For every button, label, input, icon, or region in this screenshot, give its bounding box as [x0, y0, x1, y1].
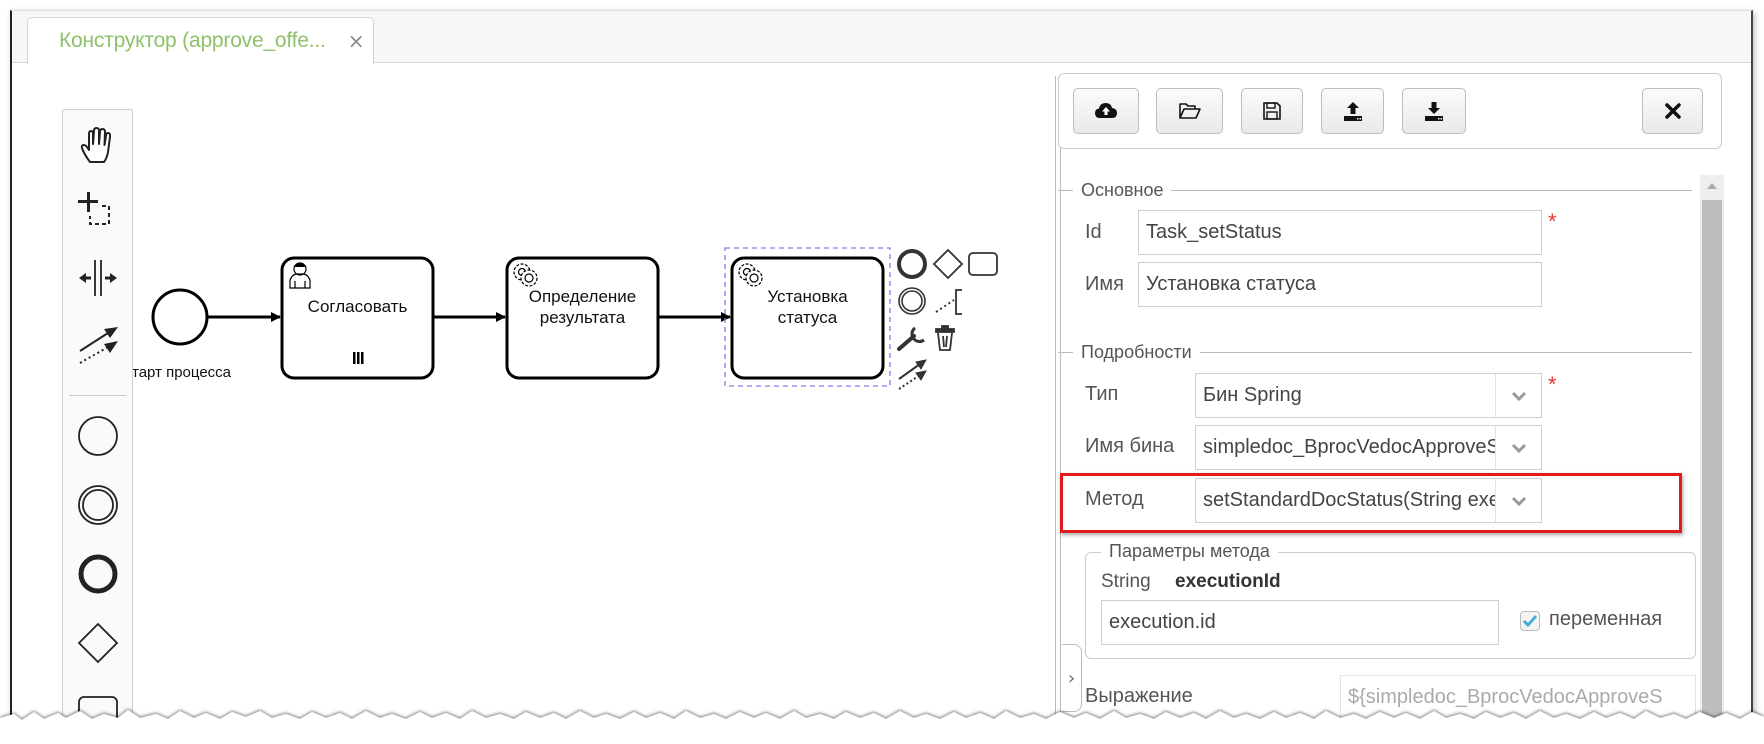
create-gateway[interactable] [63, 615, 132, 671]
service-task-set-status[interactable] [724, 247, 891, 387]
id-required-mark: * [1548, 209, 1557, 234]
variable-checkbox[interactable] [1520, 611, 1540, 631]
method-params-box [1085, 552, 1696, 659]
hand-icon [80, 127, 111, 163]
create-intermediate-event[interactable] [63, 477, 132, 533]
close-icon [1664, 103, 1681, 119]
tab-close-icon[interactable]: × [347, 29, 365, 53]
general-section-legend: Основное [1058, 178, 1692, 202]
details-section-legend: Подробности [1058, 340, 1692, 364]
deploy-button[interactable] [1073, 88, 1139, 134]
space-tool[interactable] [63, 250, 132, 306]
palette-separator [69, 395, 126, 396]
id-label: Id [1085, 221, 1102, 243]
cloud-upload-icon [1095, 103, 1117, 118]
text-annotation-icon[interactable] [935, 289, 962, 315]
start-event-label: тарт процесса [132, 364, 232, 381]
expression-label: Выражение [1085, 685, 1193, 707]
gear-icon [513, 263, 538, 287]
type-required-mark: * [1548, 372, 1557, 397]
context-pad [897, 248, 998, 390]
circle-thick-icon [78, 554, 117, 594]
create-end-event[interactable] [63, 546, 132, 602]
bpmn-canvas[interactable]: тарт процесса Согласовать Определение ре… [12, 64, 1055, 730]
param-value-input[interactable]: execution.id [1101, 600, 1499, 645]
append-intermediate-event-icon[interactable] [898, 287, 926, 315]
chevron-down-icon [1495, 426, 1541, 469]
type-select[interactable]: Бин Spring [1195, 373, 1542, 418]
user-icon [289, 262, 311, 289]
task-label-approve: Согласовать [307, 297, 408, 316]
method-label: Метод [1085, 488, 1144, 510]
panel-toggle-chevron-right-icon[interactable]: › [1062, 644, 1082, 712]
wrench-icon[interactable] [897, 326, 925, 351]
expression-input[interactable]: ${simpledoc_BprocVedocApproveS [1340, 675, 1696, 720]
hand-tool[interactable] [63, 118, 132, 174]
diamond-icon [77, 622, 118, 664]
chevron-down-icon [1495, 479, 1541, 522]
multi-instance-marker-icon [353, 352, 364, 364]
task-label-result: Определение результата [528, 287, 637, 327]
connect-icon [78, 327, 118, 364]
tab-constructor[interactable]: Конструктор (approve_offe... × [27, 17, 374, 64]
type-label: Тип [1085, 383, 1119, 405]
scrollbar-thumb[interactable] [1702, 200, 1722, 740]
user-task-approve[interactable] [280, 256, 435, 380]
bpmn-diagram [151, 247, 998, 390]
method-select[interactable]: setStandardDocStatus(String executionId) [1195, 478, 1542, 523]
id-input[interactable]: Task_setStatus [1138, 210, 1542, 255]
save-button[interactable] [1241, 88, 1303, 134]
circle-double-icon [77, 485, 118, 525]
tab-bar: Конструктор (approve_offe... × [12, 11, 1751, 64]
upload-icon [1343, 102, 1362, 121]
space-tool-icon [78, 260, 117, 296]
task-label-set-status: Установка статуса [767, 287, 848, 327]
method-highlight-box [1060, 473, 1682, 533]
name-label: Имя [1085, 273, 1124, 295]
param-type: String [1101, 571, 1151, 592]
import-button[interactable] [1402, 88, 1466, 134]
tool-palette [62, 109, 133, 730]
variable-checkbox-label: переменная [1549, 608, 1663, 630]
append-task-icon[interactable] [968, 252, 998, 276]
bean-name-label: Имя бина [1085, 435, 1175, 457]
chevron-down-icon [1495, 374, 1541, 417]
service-task-result[interactable] [505, 256, 660, 380]
lasso-icon [77, 192, 110, 225]
tab-label: Конструктор (approve_offe... [59, 29, 326, 52]
param-name: executionId [1175, 571, 1281, 592]
scroll-up-icon[interactable] [1700, 175, 1724, 197]
append-end-event-icon[interactable] [897, 249, 927, 279]
start-event[interactable] [151, 288, 209, 346]
gear-icon [738, 263, 763, 287]
method-params-legend: Параметры метода [1101, 541, 1278, 562]
close-button[interactable] [1642, 88, 1703, 134]
checkmark-icon [1523, 615, 1537, 627]
folder-open-icon [1178, 103, 1201, 119]
trash-icon[interactable] [935, 325, 955, 351]
append-gateway-icon[interactable] [932, 248, 964, 280]
export-button[interactable] [1321, 88, 1384, 134]
properties-scrollbar[interactable] [1700, 175, 1724, 740]
floppy-icon [1263, 102, 1281, 120]
bean-name-select[interactable]: simpledoc_BprocVedocApproveService [1195, 425, 1542, 470]
open-button[interactable] [1156, 88, 1223, 134]
panel-resizer[interactable] [1055, 76, 1061, 730]
panel-toolbar [1058, 73, 1722, 149]
connect-icon[interactable] [898, 359, 927, 390]
create-start-event[interactable] [63, 408, 132, 464]
torn-edge-decoration [0, 710, 1764, 740]
properties-panel: Основное Id Task_setStatus * Имя Установ… [1058, 165, 1722, 740]
download-icon [1425, 102, 1443, 121]
circle-thin-icon [77, 416, 118, 456]
connect-tool[interactable] [63, 317, 132, 373]
lasso-tool[interactable] [63, 182, 132, 238]
name-input[interactable]: Установка статуса [1138, 262, 1542, 307]
